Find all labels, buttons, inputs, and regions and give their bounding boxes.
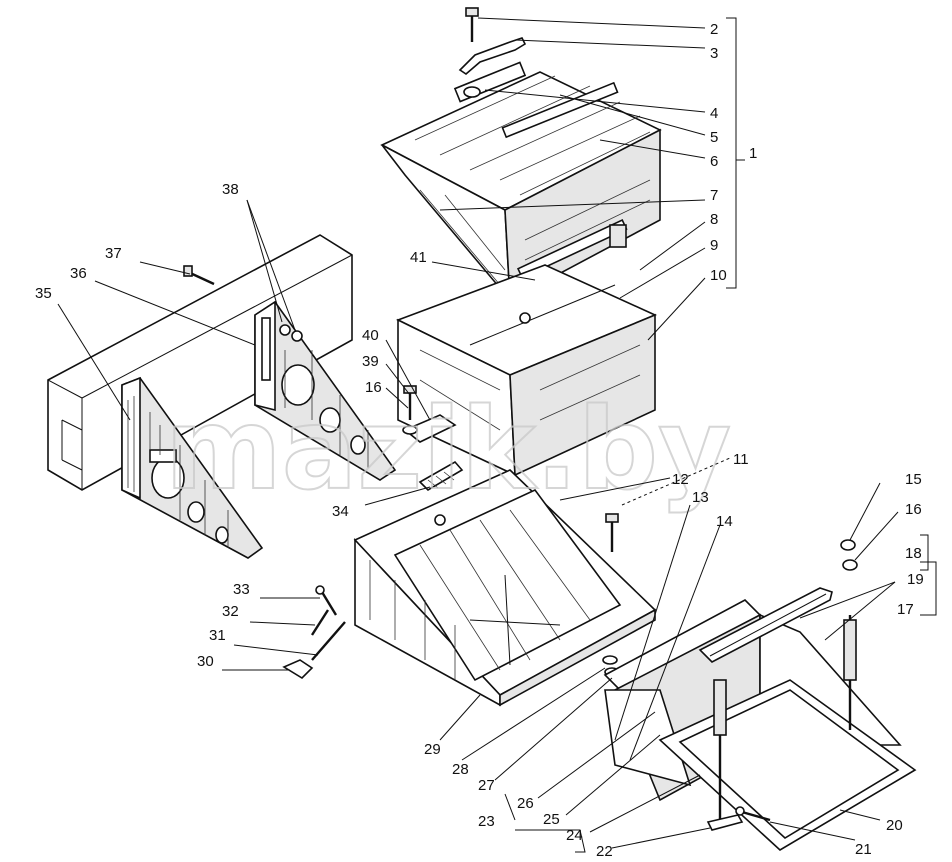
callout-23: 23	[478, 813, 495, 830]
callout-33: 33	[233, 581, 250, 598]
bolt-13	[605, 513, 619, 552]
callout-11: 11	[733, 451, 749, 468]
callout-10: 10	[710, 267, 727, 284]
bolt-37	[183, 265, 215, 286]
callout-24: 24	[566, 827, 583, 844]
callout-5: 5	[710, 129, 718, 146]
lid-assembly	[380, 61, 662, 303]
bracket-left	[121, 376, 264, 559]
callout-8: 8	[710, 211, 718, 228]
lower-tray	[353, 469, 657, 707]
watermark: mazik.by	[165, 385, 731, 515]
callout-18: 18	[905, 545, 922, 562]
callout-29: 29	[424, 741, 441, 758]
callout-16-left: 16	[365, 379, 382, 396]
callout-1: 1	[749, 145, 757, 162]
callout-28: 28	[452, 761, 469, 778]
leader-lines	[57, 17, 937, 853]
callout-2: 2	[710, 21, 718, 38]
nuts-15-16	[840, 539, 858, 571]
callout-34: 34	[332, 503, 349, 520]
callout-40: 40	[362, 327, 379, 344]
strap-18	[698, 587, 833, 663]
callout-39: 39	[362, 353, 379, 370]
callout-22: 22	[596, 843, 613, 860]
callout-4: 4	[710, 105, 718, 122]
callout-16-right: 16	[905, 501, 922, 518]
callout-32: 32	[222, 603, 239, 620]
callout-30: 30	[197, 653, 214, 670]
callout-7: 7	[710, 187, 718, 204]
callout-41: 41	[410, 249, 427, 266]
callout-13: 13	[692, 489, 709, 506]
callout-38: 38	[222, 181, 239, 198]
callout-17: 17	[897, 601, 914, 618]
callout-36: 36	[70, 265, 87, 282]
callout-15: 15	[905, 471, 922, 488]
callout-19: 19	[907, 571, 924, 588]
pad-34	[418, 460, 464, 492]
callout-12: 12	[672, 471, 689, 488]
callout-31: 31	[209, 627, 226, 644]
clamp-40	[402, 385, 457, 443]
lid-handle	[458, 7, 527, 98]
mount-frame	[603, 599, 917, 851]
bolts-30-33	[282, 585, 346, 680]
callout-37: 37	[105, 245, 122, 262]
bracket-right	[254, 300, 397, 481]
callout-6: 6	[710, 153, 718, 170]
callout-25: 25	[543, 811, 560, 828]
callout-14: 14	[716, 513, 733, 530]
callout-20: 20	[886, 817, 903, 834]
callout-21: 21	[855, 841, 872, 858]
callout-3: 3	[710, 45, 718, 62]
callout-9: 9	[710, 237, 718, 254]
callout-labels: 2 3 4 5 6 1 7 8 9 10 41 40 39 16 38 37 3…	[35, 21, 924, 860]
callout-26: 26	[517, 795, 534, 812]
callout-35: 35	[35, 285, 52, 302]
bolt-21	[706, 806, 771, 831]
callout-27: 27	[478, 777, 495, 794]
upper-box	[395, 264, 658, 477]
